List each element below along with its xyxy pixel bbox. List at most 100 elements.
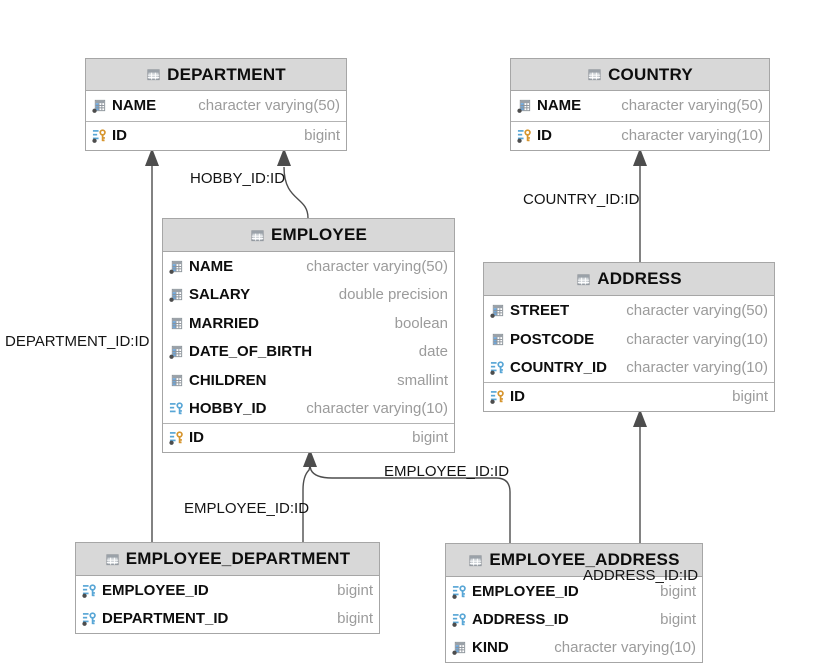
column-row-id[interactable]: ID bigint (484, 382, 774, 411)
column-name: SALARY (189, 286, 251, 304)
table-country[interactable]: COUNTRY NAME character varying(50) ID charac… (510, 58, 770, 151)
table-header[interactable]: EMPLOYEE_ADDRESS (446, 544, 702, 577)
column-type: character varying(50) (198, 97, 340, 115)
column-row-salary[interactable]: SALARY double precision (163, 281, 454, 310)
relationship-arrowhead-country (633, 148, 647, 166)
relationship-arrowhead-hobby (277, 148, 291, 166)
column-type: character varying(10) (626, 359, 768, 377)
relationship-line-hobby[interactable] (283, 166, 309, 219)
column-type: character varying(50) (306, 257, 448, 275)
column-row-employee_id[interactable]: EMPLOYEE_ID bigint (446, 577, 702, 605)
column-row-name[interactable]: NAME character varying(50) (511, 91, 769, 121)
relationship-label-country: COUNTRY_ID:ID (523, 191, 640, 208)
column-icon (452, 640, 467, 656)
relationship-label-employee_from_department: EMPLOYEE_ID:ID (184, 500, 310, 517)
table-name: EMPLOYEE_DEPARTMENT (125, 549, 351, 568)
table-icon (468, 553, 483, 568)
relationship-line-employee_from_address[interactable] (309, 465, 511, 543)
column-row-name[interactable]: NAME character varying(50) (86, 91, 346, 121)
column-name: ID (537, 127, 552, 145)
column-icon (169, 287, 184, 303)
relationship-label-employee_from_address: EMPLOYEE_ID:ID (384, 463, 510, 480)
table-header[interactable]: DEPARTMENT (86, 59, 346, 91)
column-row-children[interactable]: CHILDREN smallint (163, 366, 454, 395)
column-row-id[interactable]: ID character varying(10) (511, 120, 769, 151)
column-row-date_of_birth[interactable]: DATE_OF_BIRTH date (163, 338, 454, 367)
column-type: double precision (338, 286, 448, 304)
foreign-key-icon (82, 583, 97, 598)
column-name: NAME (537, 97, 582, 115)
column-icon (490, 332, 505, 347)
column-name: NAME (112, 97, 157, 115)
column-row-married[interactable]: MARRIED boolean (163, 309, 454, 338)
table-name: COUNTRY (608, 64, 693, 84)
column-icon (92, 98, 107, 114)
relationship-label-department: DEPARTMENT_ID:ID (5, 333, 150, 350)
primary-key-icon (517, 128, 532, 144)
table-icon (146, 67, 161, 82)
column-icon (169, 373, 184, 388)
relationship-arrowhead-department (145, 148, 159, 166)
column-name: MARRIED (189, 314, 259, 332)
column-row-employee_id[interactable]: EMPLOYEE_ID bigint (76, 576, 379, 605)
table-name: DEPARTMENT (167, 64, 286, 84)
table-icon (105, 552, 120, 567)
column-name: HOBBY_ID (189, 400, 267, 418)
column-row-name[interactable]: NAME character varying(50) (163, 252, 454, 281)
column-name: COUNTRY_ID (510, 359, 607, 377)
column-type: character varying(10) (626, 330, 768, 348)
column-name: ID (510, 388, 525, 406)
column-type: character varying(10) (621, 127, 763, 145)
column-row-hobby_id[interactable]: HOBBY_ID character varying(10) (163, 395, 454, 424)
column-type: character varying(50) (626, 301, 768, 319)
column-icon (169, 344, 184, 360)
table-address[interactable]: ADDRESS STREET character varying(50) POSTCO… (483, 262, 775, 412)
table-icon (587, 67, 602, 82)
table-icon (576, 272, 591, 287)
primary-key-icon (490, 389, 505, 405)
column-icon (490, 303, 505, 318)
column-type: bigint (660, 611, 696, 629)
column-type: character varying(50) (621, 97, 763, 115)
column-name: CHILDREN (189, 371, 267, 389)
column-type: smallint (397, 371, 448, 389)
column-type: bigint (660, 582, 696, 600)
column-name: STREET (510, 301, 570, 319)
column-name: EMPLOYEE_ID (472, 582, 579, 600)
column-name: EMPLOYEE_ID (102, 581, 209, 599)
column-name: DATE_OF_BIRTH (189, 343, 313, 361)
table-employee[interactable]: EMPLOYEE NAME character varying(50) SALARY d… (162, 218, 455, 453)
column-type: bigint (337, 581, 373, 599)
table-icon (250, 228, 265, 243)
column-name: ADDRESS_ID (472, 611, 569, 629)
table-header[interactable]: EMPLOYEE (163, 219, 454, 252)
column-type: bigint (732, 388, 768, 406)
column-type: character varying(10) (306, 400, 448, 418)
column-name: NAME (189, 257, 234, 275)
column-row-street[interactable]: STREET character varying(50) (484, 296, 774, 325)
relationship-line-employee_from_department[interactable] (302, 465, 311, 542)
relationship-arrowhead-address (633, 409, 647, 427)
column-row-country_id[interactable]: COUNTRY_ID character varying(10) (484, 353, 774, 382)
column-row-address_id[interactable]: ADDRESS_ID bigint (446, 605, 702, 633)
column-name: ID (112, 127, 127, 145)
primary-key-icon (92, 128, 107, 144)
table-header[interactable]: COUNTRY (511, 59, 769, 91)
column-type: date (418, 343, 448, 361)
table-header[interactable]: EMPLOYEE_DEPARTMENT (76, 543, 379, 576)
column-type: character varying(10) (554, 639, 696, 657)
primary-key-icon (169, 430, 184, 446)
column-name: DEPARTMENT_ID (102, 610, 229, 628)
table-header[interactable]: ADDRESS (484, 263, 774, 296)
column-type: boolean (394, 314, 448, 332)
